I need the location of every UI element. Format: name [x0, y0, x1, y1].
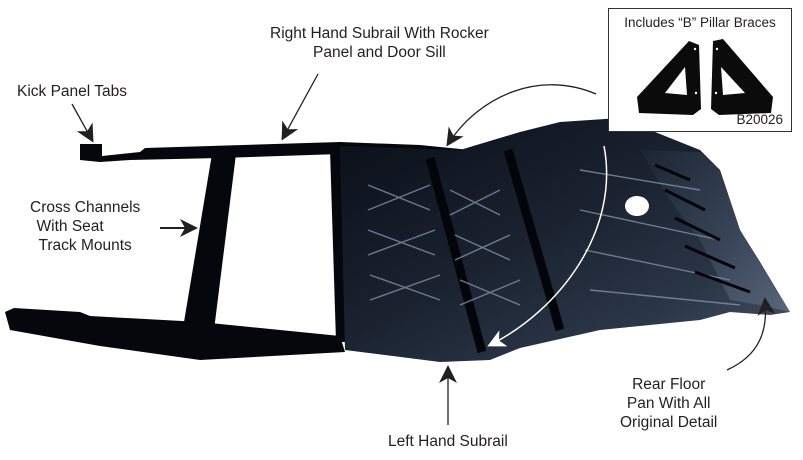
b-pillar-brace-left — [637, 41, 701, 115]
b-pillar-braces-image — [637, 39, 773, 115]
rear-floor-line2: Pan With All — [626, 395, 711, 412]
arrow-seat-track-white — [487, 145, 608, 347]
left-subrail-label: Left Hand Subrail — [388, 432, 508, 451]
cross-channel-front — [183, 154, 236, 330]
kick-panel-label: Kick Panel Tabs — [17, 82, 127, 101]
kick-panel-tab — [80, 144, 102, 160]
floor-pan-hole — [625, 196, 649, 216]
right-hand-subrail — [80, 142, 472, 162]
part-number: B20026 — [736, 112, 783, 127]
left-subrail-label-text: Left Hand Subrail — [388, 433, 508, 450]
cross-channels-line2: With Seat — [36, 218, 104, 235]
rear-floor-pan — [640, 150, 790, 312]
arrow-rear-floor — [726, 297, 776, 371]
rear-floor-line1: Rear Floor — [632, 376, 706, 393]
b-pillar-brace-right — [711, 39, 773, 115]
arrow-right-subrail — [281, 73, 319, 141]
right-subrail-label: Right Hand Subrail With Rocker Panel and… — [270, 24, 489, 62]
right-subrail-label-line2: Panel and Door Sill — [313, 44, 446, 61]
cross-channels-line1: Cross Channels — [30, 199, 141, 216]
cross-channels-label: Cross Channels With Seat Track Mounts — [30, 198, 140, 255]
kick-panel-label-text: Kick Panel Tabs — [17, 83, 127, 100]
rear-floor-line3: Original Detail — [620, 414, 718, 431]
b-pillar-braces-inset: Includes “B” Pillar Braces B20026 — [608, 8, 792, 132]
arrow-kick-panel — [71, 103, 94, 143]
right-subrail-label-line1: Right Hand Subrail With Rocker — [270, 25, 489, 42]
arrow-b-pillar-location — [446, 84, 597, 147]
inset-title: Includes “B” Pillar Braces — [624, 15, 776, 30]
rear-floor-label: Rear Floor Pan With All Original Detail — [620, 375, 717, 432]
left-hand-subrail — [5, 308, 345, 360]
cross-channels-line3: Track Mounts — [38, 237, 132, 254]
